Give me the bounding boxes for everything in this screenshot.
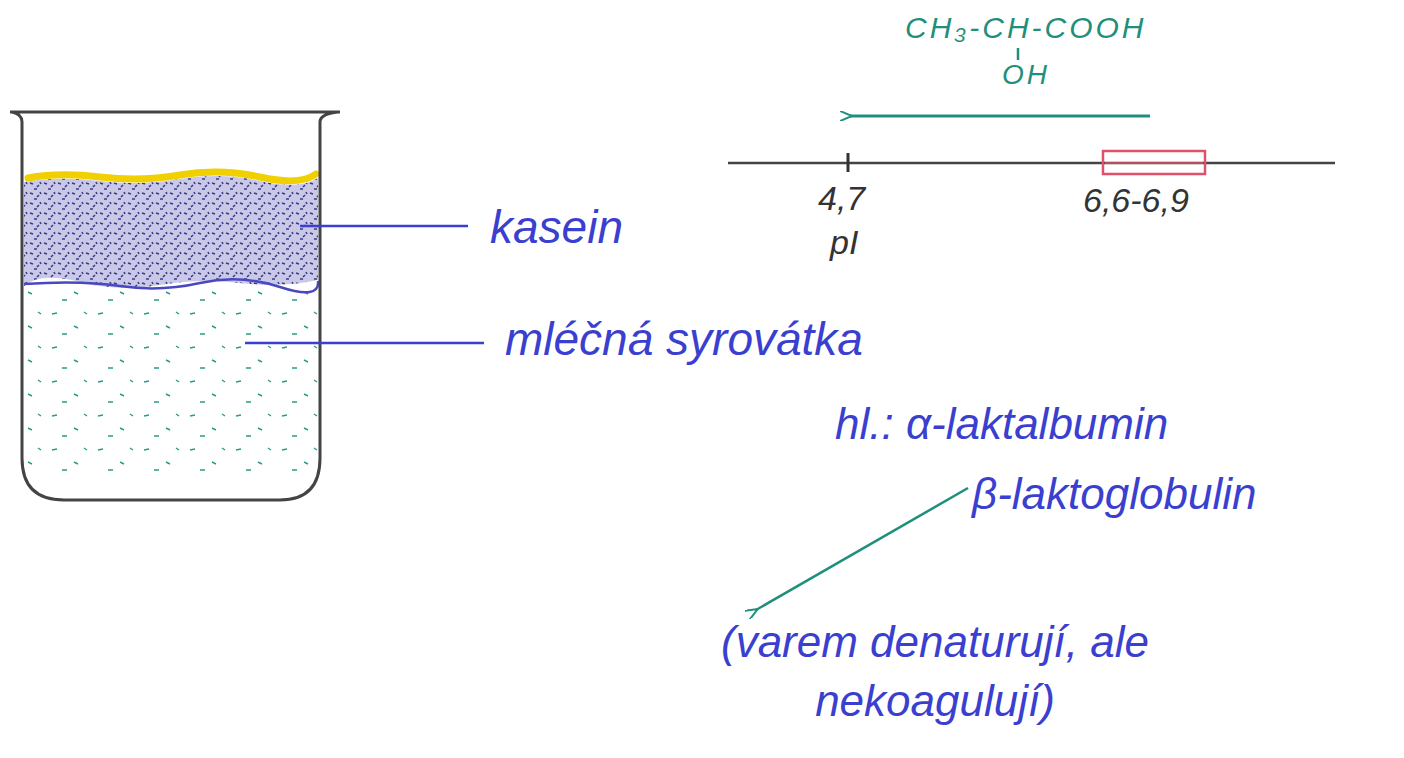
protein-name: hl.: α-laktalbumin: [835, 398, 1168, 451]
casein-boundary: [24, 279, 318, 292]
ph-range-line: [1105, 162, 1203, 164]
ph-axis: [728, 162, 1335, 165]
chemical-group: OH: [1002, 58, 1050, 92]
axis-range: 6,6-6,9: [1083, 180, 1189, 221]
protein-name: β-laktoglobulin: [972, 468, 1256, 521]
whey-fill: [24, 285, 318, 475]
beaker: [10, 112, 340, 500]
ph-range-box: [1103, 151, 1205, 174]
beaker-outline: [10, 112, 340, 500]
axis-value: 4,7: [818, 178, 865, 219]
fat-layer: [28, 172, 316, 181]
leader-line: [300, 225, 468, 228]
bond-line: [1017, 48, 1020, 60]
ph-arrow: [850, 115, 1150, 118]
note-text: (varem denaturují, ale nekoagulují): [700, 612, 1170, 731]
axis-tick: [847, 153, 850, 172]
leader-line: [245, 342, 484, 345]
layer-label: kasein: [490, 200, 623, 255]
casein-texture: [24, 176, 318, 288]
note-arrow: [756, 488, 968, 610]
axis-label: pI: [830, 222, 858, 263]
layer-label: mléčná syrovátka: [505, 312, 863, 367]
chemical-formula: CH₃-CH-COOH: [905, 10, 1147, 46]
casein-layer: [24, 176, 318, 288]
